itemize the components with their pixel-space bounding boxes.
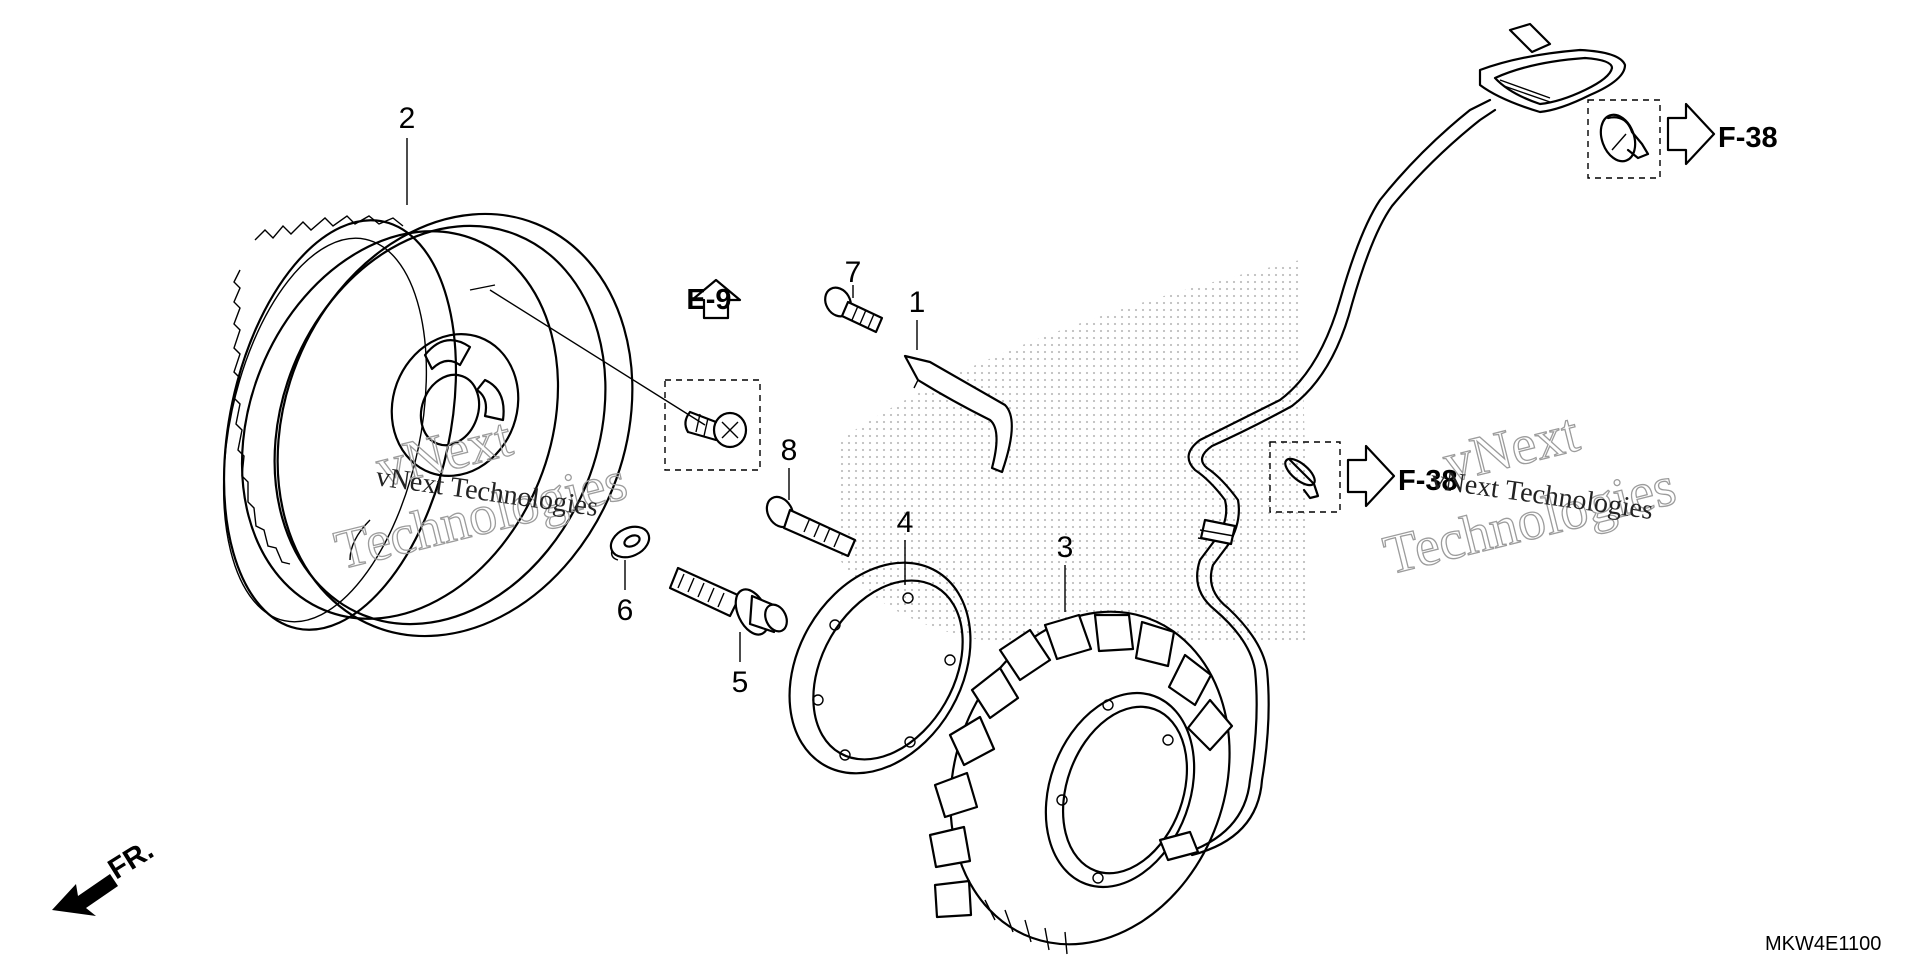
wire-harness — [1158, 22, 1627, 862]
right-arrow-icon — [1666, 102, 1716, 166]
callout-1: 1 — [909, 286, 926, 319]
e9-reference — [664, 278, 761, 471]
f38-mid-reference — [1269, 441, 1396, 513]
wire-guide — [903, 354, 1013, 474]
long-bolt — [765, 495, 857, 558]
part-code: MKW4E1100 — [1765, 933, 1881, 955]
callout-3: 3 — [1057, 531, 1074, 564]
callout-2: 2 — [399, 102, 416, 135]
callout-4: 4 — [897, 506, 914, 539]
front-direction: FR. — [52, 834, 159, 916]
screw — [684, 410, 748, 449]
front-arrow-icon — [52, 874, 118, 916]
short-bolt — [824, 286, 884, 334]
ref-f38-mid[interactable]: F-38 — [1398, 465, 1458, 497]
clamp-upper — [1599, 113, 1650, 163]
gasket — [788, 561, 972, 775]
callout-7: 7 — [845, 256, 862, 289]
flange-bolt — [668, 566, 788, 636]
ref-f38-top[interactable]: F-38 — [1718, 122, 1778, 154]
callout-6: 6 — [617, 594, 634, 627]
washer — [609, 525, 651, 561]
right-arrow-icon — [1346, 444, 1396, 508]
clamp-lower — [1284, 457, 1320, 500]
leader-flywheel — [489, 289, 706, 426]
flywheel — [222, 212, 634, 638]
stator — [928, 610, 1234, 955]
callout-8: 8 — [781, 434, 798, 467]
stipple-shading — [840, 260, 1310, 645]
up-arrow-icon — [690, 278, 742, 320]
ref-e9[interactable]: E-9 — [686, 284, 731, 316]
callout-5: 5 — [732, 666, 749, 699]
f38-upper-reference — [1587, 99, 1716, 179]
